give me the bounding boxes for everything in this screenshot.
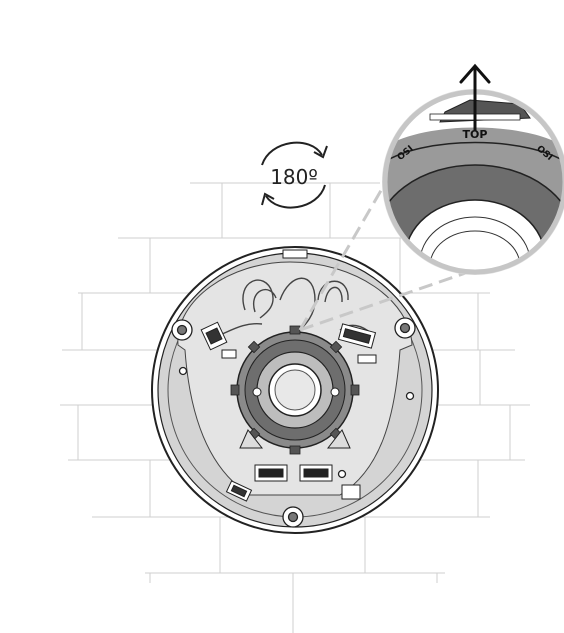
detail-label-top: TOP [463,128,488,141]
rotation-label: 180º [270,165,318,189]
mounting-screws [171,317,416,528]
lens-mount [230,325,360,455]
bottom-terminals [225,464,361,502]
connectors [200,321,377,364]
up-arrow-icon [459,63,491,132]
callout-lines [298,174,481,332]
detail-magnifier: TOP OSI OSI [382,89,564,275]
rotate-180-icon [261,141,328,209]
